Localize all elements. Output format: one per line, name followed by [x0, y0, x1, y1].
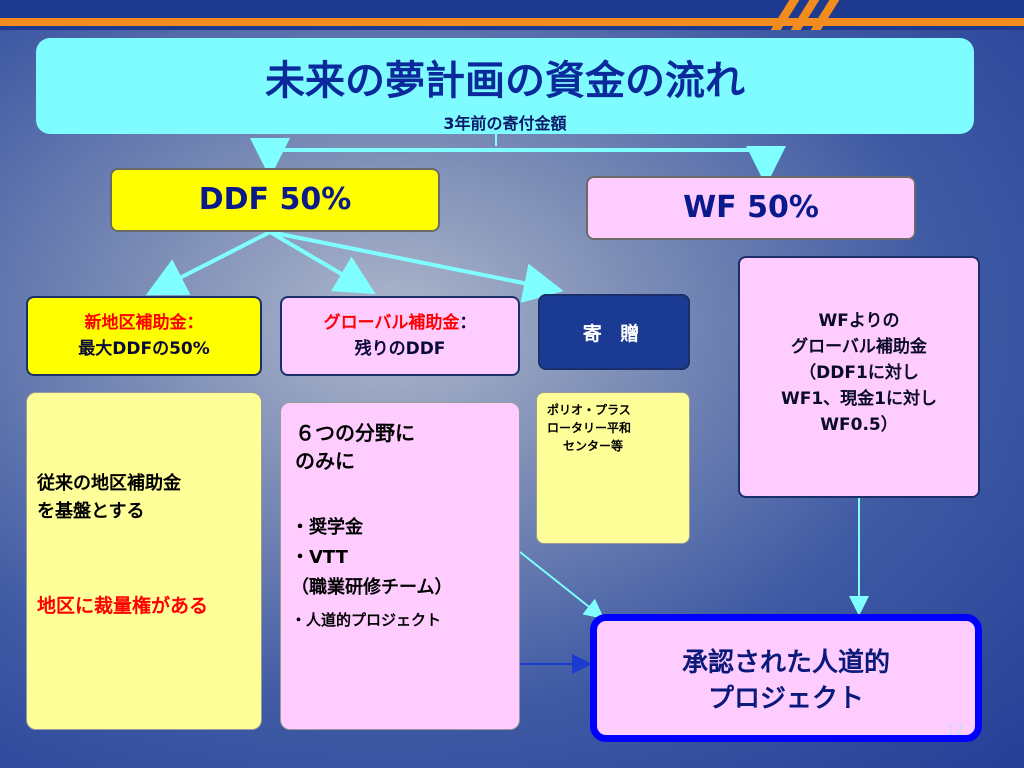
new-district-detail: 最大DDFの50%: [78, 339, 210, 359]
global-grant-box: グローバル補助金： 残りのDDF: [280, 296, 520, 376]
donation-box: 寄 贈: [538, 294, 690, 370]
approved-project-box: 承認された人道的 プロジェクト: [590, 614, 982, 742]
new-district-grant-box: 新地区補助金： 最大DDFの50%: [26, 296, 262, 376]
orange-stripe: [0, 18, 1024, 26]
wf-global-grant-box: WFよりの グローバル補助金 （DDF1に対し WF1、現金1に対し WF0.5…: [738, 256, 980, 498]
district-detail-box: 従来の地区補助金 を基盤とする 地区に裁量権がある: [26, 392, 262, 730]
global-detail-item1: ・奨学金: [291, 517, 363, 538]
donation-detail-line3: センター等: [563, 439, 624, 453]
title-box: 未来の夢計画の資金の流れ 3年前の寄付金額: [36, 38, 974, 134]
donation-detail-line2: ロータリー平和: [547, 421, 632, 435]
page-number: 12: [946, 722, 964, 738]
global-detail-box: ６つの分野に のみに ・奨学金 ・VTT （職業研修チーム） ・人道的プロジェク…: [280, 402, 520, 730]
global-detail-item3: （職業研修チーム）: [291, 577, 453, 598]
wf-global-line4: WF1、現金1に対し: [780, 389, 938, 409]
global-grant-label: グローバル補助金: [323, 313, 460, 333]
global-detail-item2: ・VTT: [291, 547, 348, 568]
wf-global-line1: WFよりの: [818, 311, 900, 331]
wf-global-line3: （DDF1に対し: [799, 363, 919, 383]
district-detail-line3: 地区に裁量権がある: [37, 595, 209, 617]
global-grant-colon: ：: [459, 313, 477, 333]
new-district-label: 新地区補助金: [84, 313, 187, 333]
arrow-ddf-new: [145, 230, 271, 296]
approved-line1: 承認された人道的: [681, 648, 890, 678]
arrow-ddf-global: [268, 230, 376, 295]
district-detail-line2: を基盤とする: [37, 501, 145, 522]
district-detail-line1: 従来の地区補助金: [37, 473, 181, 494]
page-title: 未来の夢計画の資金の流れ: [265, 58, 745, 104]
global-detail-heading2: のみに: [295, 449, 355, 473]
wf-box: WF 50%: [586, 176, 916, 240]
donation-detail-box: ポリオ・プラス ロータリー平和 センター等: [536, 392, 690, 544]
arrow-ddf-donation: [269, 230, 564, 303]
ddf-box: DDF 50%: [110, 168, 440, 232]
global-grant-detail: 残りのDDF: [354, 339, 446, 359]
donation-detail-line1: ポリオ・プラス: [547, 403, 631, 417]
approved-line2: プロジェクト: [707, 684, 864, 714]
wf-global-line2: グローバル補助金: [791, 337, 927, 357]
header-bar: [0, 0, 1024, 30]
page-subtitle: 3年前の寄付金額: [443, 114, 567, 133]
arrow-donation-approved: [519, 551, 605, 619]
new-district-colon: ：: [186, 313, 204, 333]
global-detail-item4: ・人道的プロジェクト: [291, 611, 442, 629]
global-detail-heading1: ６つの分野に: [295, 421, 415, 445]
wf-global-line5: WF0.5）: [820, 415, 898, 435]
